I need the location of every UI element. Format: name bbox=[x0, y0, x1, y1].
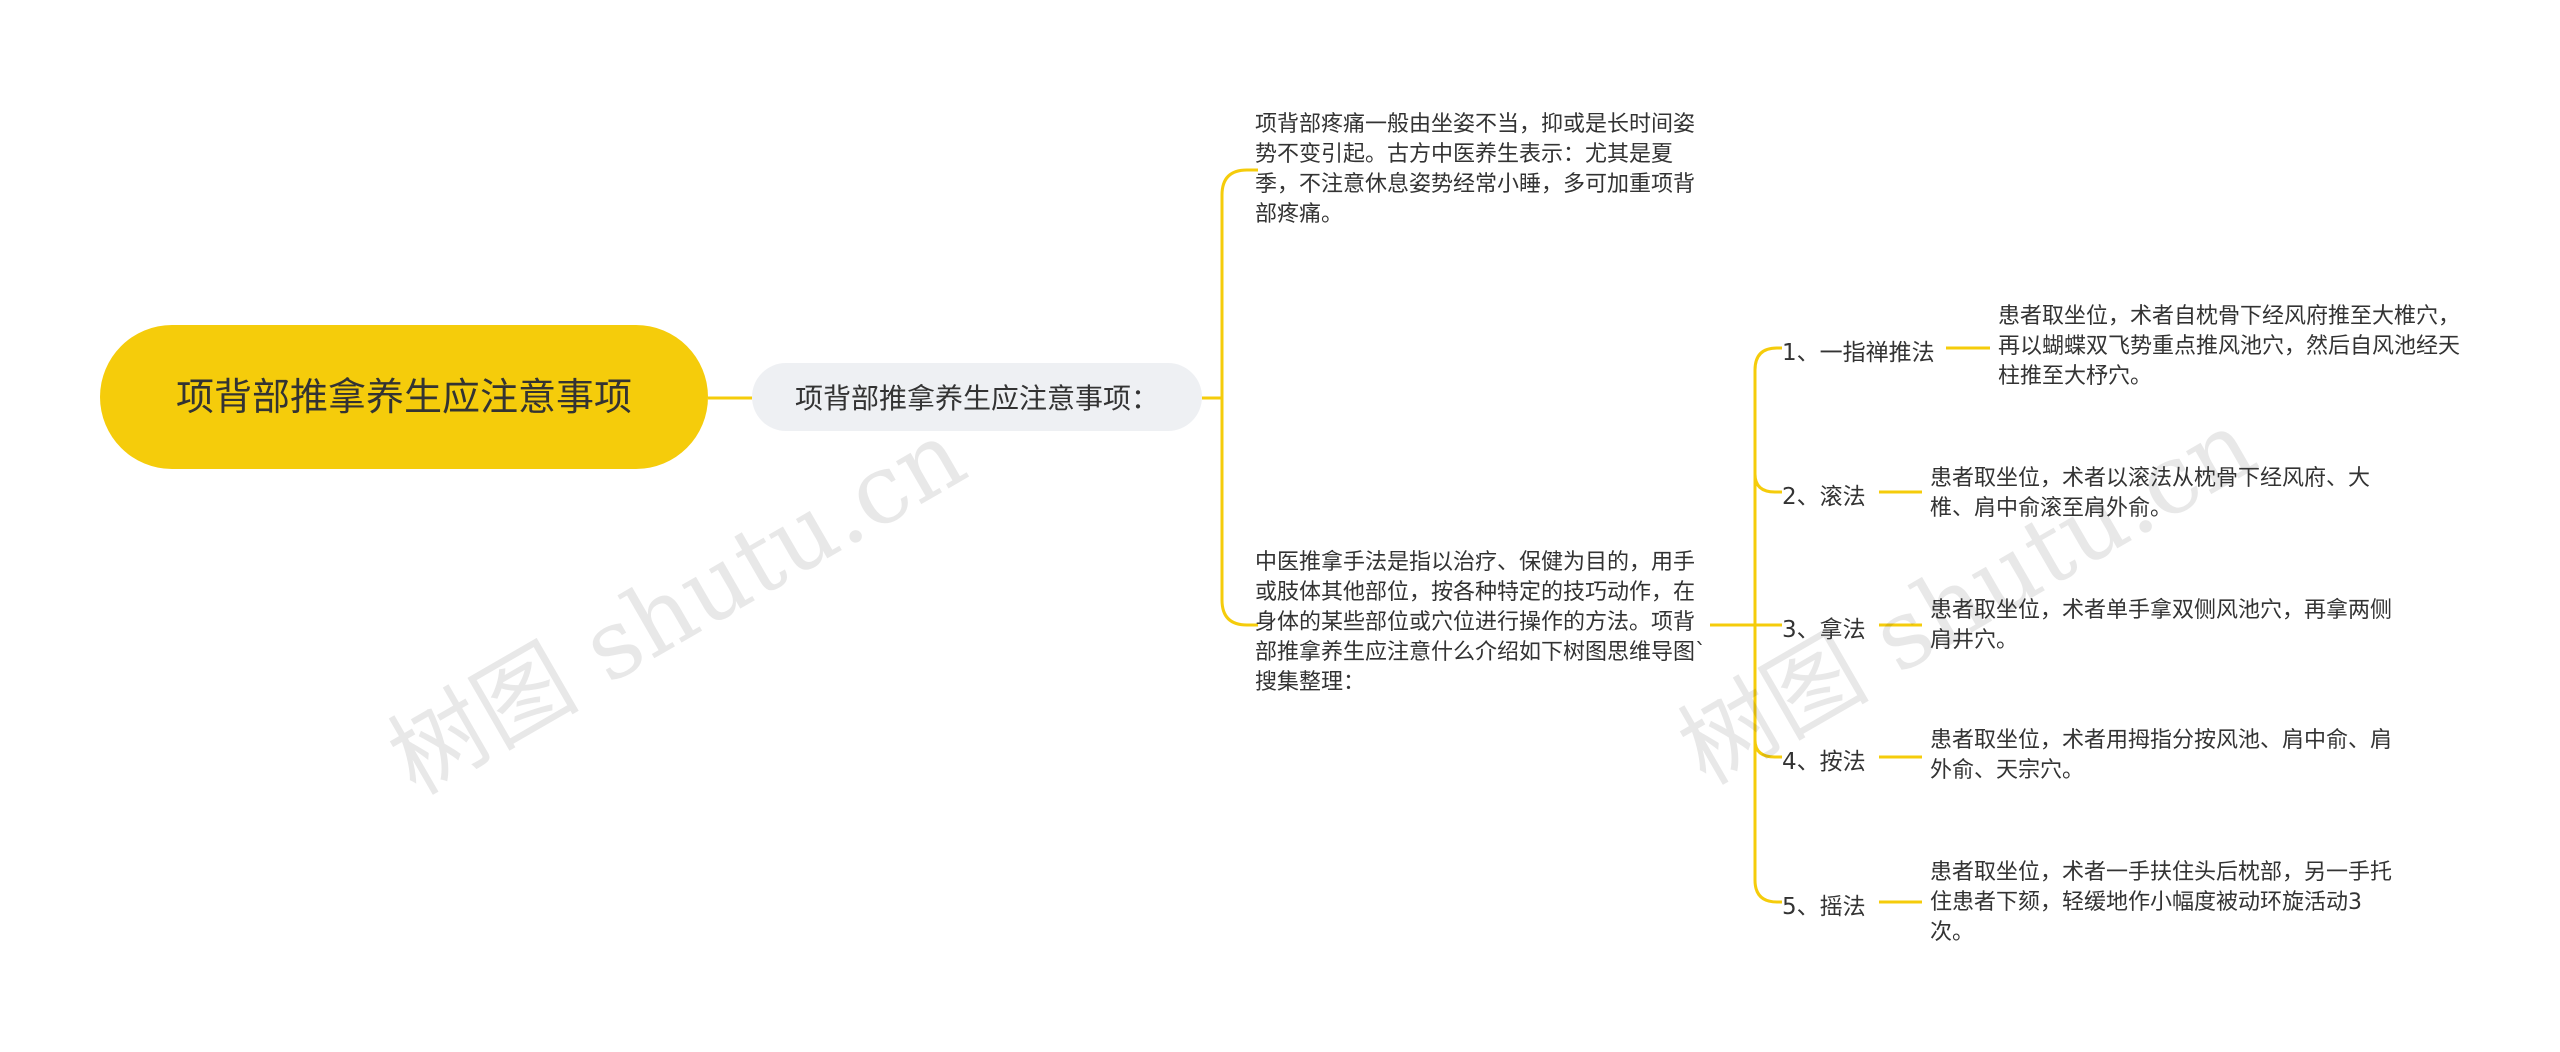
method-desc-3: 患者取坐位，术者单手拿双侧风池穴，再拿两侧肩井穴。 bbox=[1930, 598, 2393, 653]
root-topic-node[interactable]: 项背部推拿养生应注意事项 bbox=[100, 325, 708, 469]
method-intro-paragraph: 中医推拿手法是指以治疗、保健为目的，用手或肢体其他部位，按各种特定的技巧动作，在… bbox=[1255, 550, 1707, 695]
method-label-2[interactable]: 2、滚法 bbox=[1782, 484, 1866, 510]
method-desc-5: 患者取坐位，术者一手扶住头后枕部，另一手托住患者下颏，轻缓地作小幅度被动环旋活动… bbox=[1930, 860, 2393, 945]
method-desc-1: 患者取坐位，术者自枕骨下经风府推至大椎穴，再以蝴蝶双飞势重点推风池穴，然后自风池… bbox=[1998, 304, 2461, 389]
method-desc-4: 患者取坐位，术者用拇指分按风池、肩中俞、肩外俞、天宗穴。 bbox=[1930, 728, 2393, 783]
subtopic-node[interactable]: 项背部推拿养生应注意事项： bbox=[752, 363, 1202, 431]
method-desc-2: 患者取坐位，术者以滚法从枕骨下经风府、大椎、肩中俞滚至肩外俞。 bbox=[1930, 466, 2371, 521]
method-label-5[interactable]: 5、摇法 bbox=[1782, 894, 1866, 920]
subtopic-label: 项背部推拿养生应注意事项： bbox=[794, 382, 1159, 415]
root-topic-label: 项背部推拿养生应注意事项 bbox=[175, 375, 632, 419]
method-label-3[interactable]: 3、拿法 bbox=[1782, 617, 1866, 643]
method-label-4[interactable]: 4、按法 bbox=[1782, 749, 1866, 775]
intro-paragraph: 项背部疼痛一般由坐姿不当，抑或是长时间姿势不变引起。古方中医养生表示：尤其是夏季… bbox=[1255, 112, 1696, 227]
method-label-1[interactable]: 1、一指禅推法 bbox=[1782, 340, 1935, 366]
